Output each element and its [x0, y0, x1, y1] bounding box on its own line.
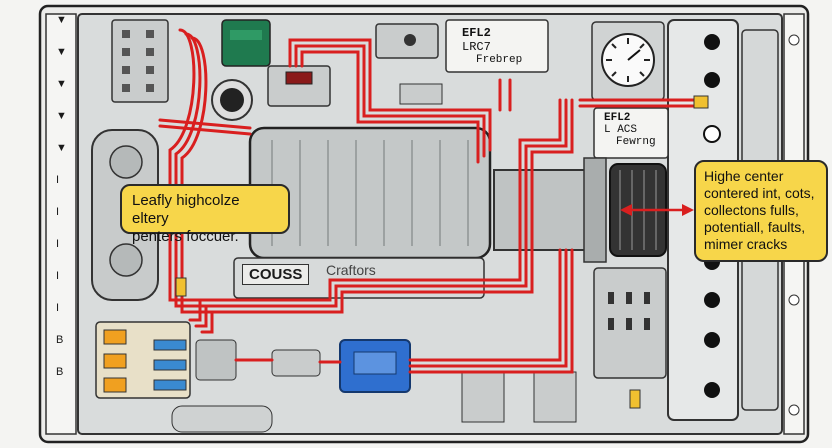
plate-line: Fewrng: [616, 136, 656, 148]
relay: [267, 65, 331, 107]
callout-arrowhead: [620, 204, 632, 216]
terminal-block: [111, 19, 169, 103]
side-mark: I: [56, 302, 60, 314]
green-module-face: [230, 30, 262, 40]
junction-screw: [404, 34, 416, 46]
callout-line: contered int, cots,: [704, 185, 815, 201]
shaft-cone: [493, 169, 595, 251]
rail-screw: [788, 404, 800, 416]
coupling-ring: [583, 157, 607, 263]
bottom-terminal: [461, 371, 505, 423]
capacitor-core: [220, 88, 244, 112]
callout-line: penters foccuer.: [132, 228, 239, 245]
plate-line: L ACS: [604, 124, 638, 136]
plate-line: EFL2: [462, 26, 491, 40]
panel-sockets: [703, 34, 721, 398]
rail-screw: [788, 294, 800, 306]
blue-connector-face: [353, 351, 397, 375]
green-module: [221, 19, 271, 67]
plate-line: EFL2: [604, 112, 631, 124]
callout-line: mimer cracks: [704, 236, 788, 252]
callout-line: Highe center: [704, 168, 784, 184]
side-mark: I: [56, 270, 60, 282]
relay-indicator: [285, 71, 313, 85]
side-mark: B: [56, 334, 64, 346]
callout-left: Leafly highcolze eltery penters foccuer.: [120, 184, 290, 245]
side-mark: ▼: [56, 46, 67, 58]
plate-line: Frebrep: [476, 54, 523, 66]
callout-line: potentiall, faults,: [704, 219, 806, 235]
callout-line: collectons fulls,: [704, 202, 799, 218]
flange-bolt: [109, 145, 143, 179]
side-mark: I: [56, 238, 60, 250]
side-mark: I: [56, 174, 60, 186]
callout-right: Highe center contered int, cots, collect…: [694, 160, 828, 262]
motor-ribs: [271, 140, 469, 246]
flange-bolt: [109, 243, 143, 277]
wiring-harness: [158, 28, 702, 374]
side-mark: ▼: [56, 78, 67, 90]
rail-screw: [788, 34, 800, 46]
label-plate-right-text: EFL2 L ACS Fewrng: [604, 112, 656, 148]
motor-sublabel: Craftors: [326, 262, 376, 278]
callout-arrowhead: [682, 204, 694, 216]
bottom-terminal: [533, 371, 577, 423]
fuses: [103, 329, 187, 393]
label-plate-top: [445, 19, 549, 73]
terminal-pins: [122, 30, 154, 92]
wire-terminal: [629, 389, 641, 409]
block-slots: [608, 292, 650, 330]
dial-ticks: [606, 38, 650, 82]
label-plate-right: [593, 107, 669, 159]
side-mark: ▼: [56, 14, 67, 26]
plug-connector: [271, 349, 321, 377]
side-mark: I: [56, 206, 60, 218]
dial-needle: [627, 49, 641, 61]
side-mark: ▼: [56, 142, 67, 154]
callout-line: Leafly highcolze eltery: [132, 192, 240, 227]
side-mark: ▼: [56, 110, 67, 122]
left-rail: [45, 13, 77, 435]
side-mark: B: [56, 366, 64, 378]
motor-label: COUSS: [242, 264, 310, 285]
plate-line: LRC7: [462, 40, 491, 54]
fuse-holder: [399, 83, 443, 105]
wire-terminal: [693, 95, 709, 109]
bottom-pipe: [171, 405, 273, 433]
cable-gland: [195, 339, 237, 381]
label-plate-top-text: EFL2 LRC7 Frebrep: [462, 26, 522, 66]
wire-terminal: [175, 277, 187, 297]
